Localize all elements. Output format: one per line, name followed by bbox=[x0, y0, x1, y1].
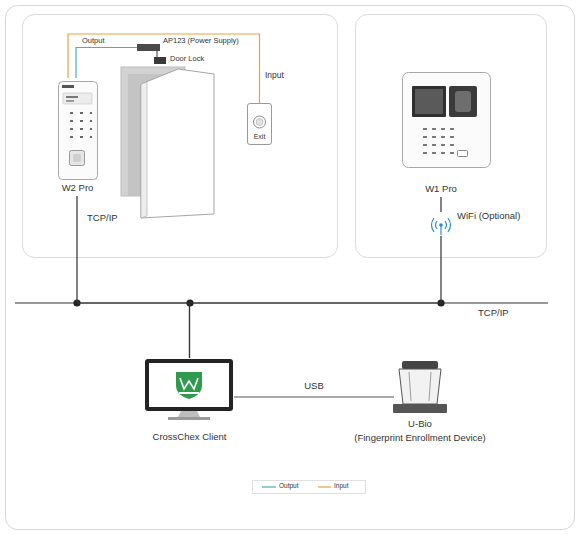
wifi-panel bbox=[356, 15, 547, 258]
w1-device bbox=[403, 73, 491, 168]
node-text: W1 Pro bbox=[425, 184, 457, 195]
node-text: Door Lock bbox=[170, 55, 204, 64]
note-label: TCP/IP bbox=[478, 308, 509, 319]
power-supply-box: AP123 (Power Supply) bbox=[137, 44, 160, 51]
edge-label: Output bbox=[82, 37, 105, 45]
monitor bbox=[145, 359, 233, 420]
client-node: CrossChex Client bbox=[145, 358, 234, 420]
node-text: AP123 (Power Supply) bbox=[163, 37, 239, 46]
door-panel bbox=[23, 15, 338, 258]
connector bbox=[76, 48, 137, 79]
door-lock-box: Door Lock bbox=[154, 57, 166, 64]
enrollment-device: U-Bio(Fingerprint Enrollment Device) bbox=[394, 360, 446, 414]
device-node: W2 Pro bbox=[50, 78, 105, 196]
legend-box bbox=[253, 481, 366, 494]
connector bbox=[68, 34, 260, 103]
fingerprint-reader bbox=[393, 361, 447, 413]
legend-text: Input bbox=[334, 483, 348, 490]
exit-button-symbol bbox=[254, 116, 266, 128]
door bbox=[121, 67, 214, 218]
node-text: Exit bbox=[254, 133, 266, 141]
legend-text: Output bbox=[279, 483, 299, 490]
outer-frame bbox=[6, 6, 575, 530]
node-text: (Fingerprint Enrollment Device) bbox=[354, 433, 485, 444]
note-label: WiFi (Optional) bbox=[457, 211, 520, 222]
node-text: U-Bio bbox=[408, 419, 432, 430]
edge-label: USB bbox=[304, 381, 324, 391]
connector bbox=[77, 196, 190, 358]
exit-button: Exit bbox=[247, 103, 272, 145]
device-node: W1 Pro bbox=[396, 70, 486, 197]
node-text: W2 Pro bbox=[62, 183, 94, 194]
connector bbox=[234, 396, 394, 397]
edge-label: TCP/IP bbox=[87, 213, 118, 223]
edge-label: Input bbox=[265, 71, 284, 80]
node-text: CrossChex Client bbox=[153, 432, 227, 443]
connector bbox=[190, 197, 442, 358]
w2-device bbox=[59, 82, 98, 180]
